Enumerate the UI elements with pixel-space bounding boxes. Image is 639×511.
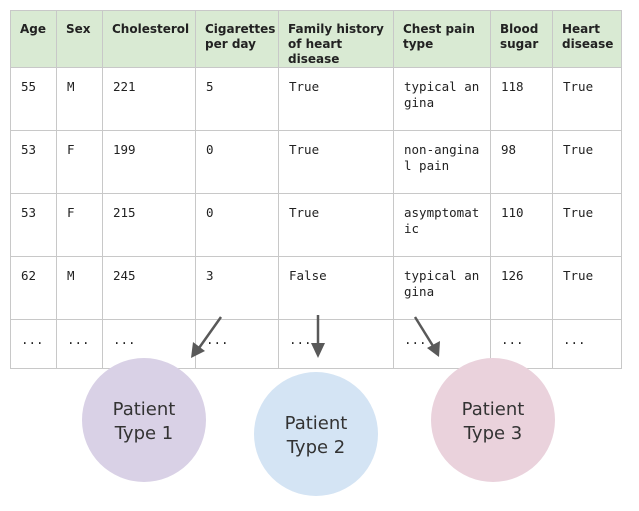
table-row: 53 F 215 0 True asymptomatic 110 True xyxy=(10,193,622,257)
header-blood-sugar: Blood sugar xyxy=(490,10,553,68)
arrow-to-type-3 xyxy=(413,316,440,357)
cell-age: 53 xyxy=(10,193,57,257)
cell-cigarettes: 0 xyxy=(195,193,279,257)
cell-sex: F xyxy=(56,193,103,257)
cell-heart-disease: True xyxy=(552,67,622,131)
cluster-label-line2: Type 1 xyxy=(114,423,174,444)
patient-data-table: Age Sex Cholesterol Cigarettes per day F… xyxy=(10,10,622,369)
header-family-history: Family history of heart disease xyxy=(278,10,394,68)
cell-ellipsis: ... xyxy=(393,319,491,369)
cell-sex: F xyxy=(56,130,103,194)
cell-chest-pain: asymptomatic xyxy=(393,193,491,257)
cluster-circle xyxy=(431,358,555,482)
cell-family-history: True xyxy=(278,130,394,194)
cell-blood-sugar: 110 xyxy=(490,193,553,257)
table-row: 55 M 221 5 True typical angina 118 True xyxy=(10,67,622,131)
cell-family-history: True xyxy=(278,67,394,131)
table-row-ellipsis: ... ... ... ... ... ... ... ... xyxy=(10,319,622,369)
header-age: Age xyxy=(10,10,57,68)
cell-ellipsis: ... xyxy=(552,319,622,369)
arrowhead-icon xyxy=(311,343,325,358)
cell-blood-sugar: 126 xyxy=(490,256,553,320)
cell-cigarettes: 3 xyxy=(195,256,279,320)
cell-family-history: True xyxy=(278,193,394,257)
cluster-patient-type-2: Patient Type 2 xyxy=(254,372,378,496)
cluster-label-line1: Patient xyxy=(462,399,525,420)
arrow-to-type-1 xyxy=(191,316,223,358)
cluster-circle xyxy=(82,358,206,482)
cluster-patient-type-1: Patient Type 1 xyxy=(82,358,206,482)
cell-cigarettes: 5 xyxy=(195,67,279,131)
cell-blood-sugar: 118 xyxy=(490,67,553,131)
cell-ellipsis: ... xyxy=(10,319,57,369)
cell-ellipsis: ... xyxy=(278,319,394,369)
header-heart-disease: Heart disease xyxy=(552,10,622,68)
arrowhead-icon xyxy=(191,342,205,358)
cluster-patient-type-3: Patient Type 3 xyxy=(431,358,555,482)
cell-heart-disease: True xyxy=(552,256,622,320)
arrow-to-type-2 xyxy=(311,315,325,358)
cluster-label-line2: Type 3 xyxy=(463,423,523,444)
cluster-label-line1: Patient xyxy=(113,399,176,420)
arrowhead-icon xyxy=(427,341,440,357)
cell-cigarettes: 0 xyxy=(195,130,279,194)
cell-chest-pain: non-anginal pain xyxy=(393,130,491,194)
cell-ellipsis: ... xyxy=(56,319,103,369)
cell-heart-disease: True xyxy=(552,193,622,257)
cell-age: 53 xyxy=(10,130,57,194)
cell-family-history: False xyxy=(278,256,394,320)
cell-ellipsis: ... xyxy=(195,319,279,369)
cluster-label-line2: Type 2 xyxy=(286,437,346,458)
cell-chest-pain: typical angina xyxy=(393,67,491,131)
header-chest-pain-type: Chest pain type xyxy=(393,10,491,68)
cluster-circle xyxy=(254,372,378,496)
cell-sex: M xyxy=(56,256,103,320)
cluster-label-line1: Patient xyxy=(285,413,348,434)
cell-age: 55 xyxy=(10,67,57,131)
table-row: 53 F 199 0 True non-anginal pain 98 True xyxy=(10,130,622,194)
table-header-row: Age Sex Cholesterol Cigarettes per day F… xyxy=(10,10,622,68)
